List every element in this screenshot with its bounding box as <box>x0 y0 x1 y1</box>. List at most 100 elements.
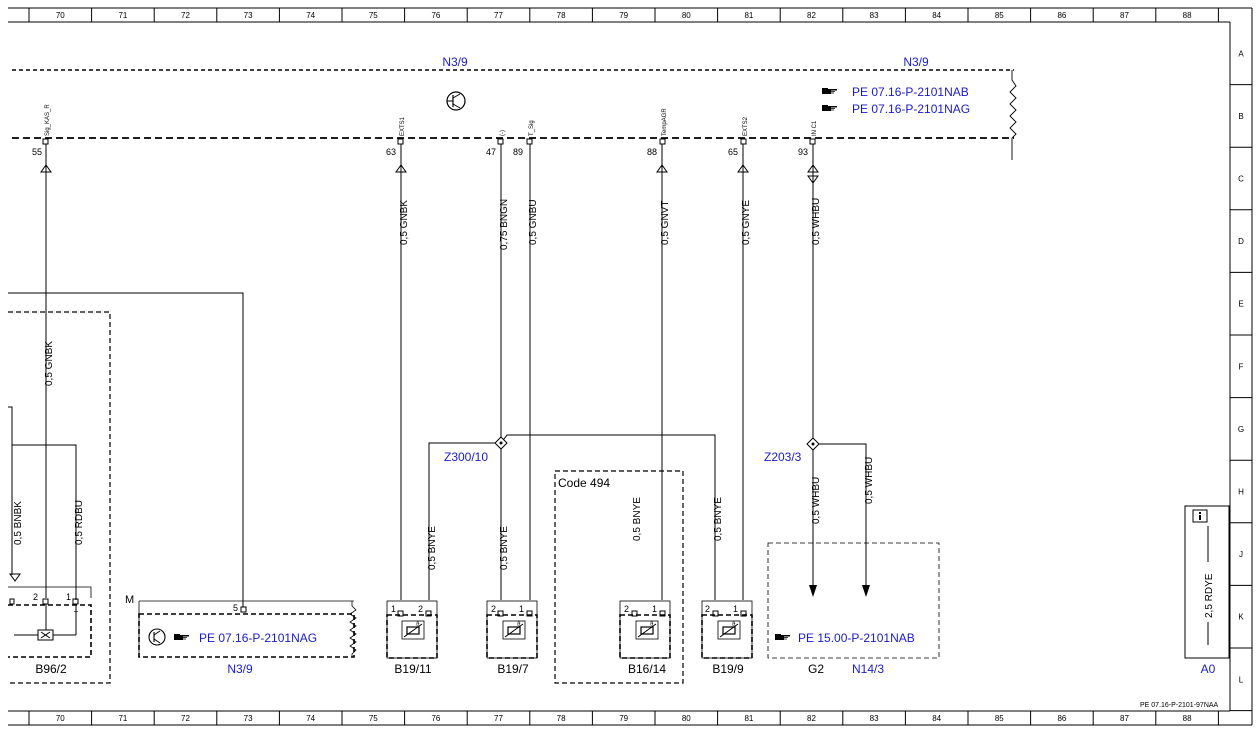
pin-89-number: 89 <box>513 147 523 157</box>
grid-column-label: 81 <box>744 11 753 20</box>
code-494-label: Code 494 <box>558 476 610 490</box>
component-a0: 2,5 RDYE A0 <box>1184 505 1230 676</box>
grid-column-label: 83 <box>870 714 879 723</box>
grid-column-label: 71 <box>118 11 127 20</box>
component-b19-9: 2 1 B19/9 <box>701 600 753 676</box>
arrow-down-icon <box>809 585 817 597</box>
n14-3-label: N14/3 <box>852 662 884 676</box>
ref-link-n3-9-lower[interactable]: PE 07.16-P-2101NAG <box>199 631 317 645</box>
b19-7-pin-2: 2 <box>491 604 496 614</box>
pin-89-signal: T_Sig <box>529 120 535 136</box>
ref-link-nag[interactable]: PE 07.16-P-2101NAG <box>852 102 970 116</box>
control-unit-label-right: N3/9 <box>903 55 929 69</box>
grid-column-label: 78 <box>557 714 566 723</box>
grid-column-label: 80 <box>682 714 691 723</box>
b16-14-pin-1: 1 <box>652 604 657 614</box>
pin-65-number: 65 <box>728 147 738 157</box>
grid-row-label: J <box>1239 550 1243 559</box>
pointing-hand-icon <box>173 633 190 641</box>
ref-link-n14-3[interactable]: PE 15.00-P-2101NAB <box>798 631 915 645</box>
b19-11-pin-2: 2 <box>418 604 423 614</box>
grid-column-label: 76 <box>431 11 440 20</box>
ref-link-nab[interactable]: PE 07.16-P-2101NAB <box>852 85 969 99</box>
wire-label: 0,5 GNYE <box>741 200 752 245</box>
grid-column-label: 86 <box>1057 714 1066 723</box>
wire-label: 0,5 WHBU <box>864 457 875 504</box>
wire-lines <box>8 144 867 607</box>
grid-column-label: 84 <box>932 11 941 20</box>
grid-row-label: F <box>1239 362 1244 371</box>
b19-11-label: B19/11 <box>394 662 431 676</box>
component-b96-2: 2 1 + B96/2 <box>8 311 111 684</box>
b96-pin-2: 2 <box>33 592 38 602</box>
grid-row-label: E <box>1238 300 1243 309</box>
control-unit-label-left: N3/9 <box>442 55 468 69</box>
wire-labels-lower: 0,5 BNBK 0,5 RDBU 0,5 BNYE 0,5 BNYE 0,5 … <box>13 457 875 570</box>
wire-label: 0,5 GNBK <box>399 200 410 245</box>
grid-column-label: 76 <box>431 714 440 723</box>
wire-label: 0,5 GNVT <box>660 201 671 245</box>
grid-column-label: 78 <box>557 11 566 20</box>
pin-63: EXTS1 63 <box>386 116 406 157</box>
pin-47-signal: (-) <box>500 130 506 136</box>
grid-column-label: 77 <box>494 714 503 723</box>
b16-14-label: B16/14 <box>628 662 666 676</box>
grid-column-label: 75 <box>369 11 378 20</box>
wire-label: 0,5 BNYE <box>713 497 724 541</box>
component-b19-11: 1 2 B19/11 <box>386 600 438 676</box>
pin-55-number: 55 <box>32 147 42 157</box>
arrow-down-icon <box>862 585 870 597</box>
grid-column-markers: 7070717172727373747475757676777778787979… <box>28 8 1219 725</box>
pin-93-signal: IN C1 <box>812 120 818 136</box>
grid-column-label: 74 <box>306 714 315 723</box>
splice-z203-3: Z203/3 <box>764 437 820 464</box>
b19-9-pin-1: 1 <box>733 604 738 614</box>
b19-11-pin-1: 1 <box>391 604 396 614</box>
grid-column-label: 82 <box>807 11 816 20</box>
pointing-hand-icon <box>821 104 838 112</box>
connection-markers <box>9 164 819 582</box>
pin-47-number: 47 <box>486 147 496 157</box>
grid-column-label: 88 <box>1183 11 1192 20</box>
b19-9-label: B19/9 <box>712 662 744 676</box>
pin-88: TempAGR 88 <box>647 108 668 157</box>
pin-47: (-) 47 <box>486 130 506 157</box>
wire-label: 0,5 WHBU <box>811 198 822 245</box>
b19-7-pin-1: 1 <box>519 604 524 614</box>
grid-column-label: 86 <box>1057 11 1066 20</box>
grid-column-label: 74 <box>306 11 315 20</box>
wire-label: 0,5 WHBU <box>811 477 822 524</box>
grid-row-label: D <box>1238 237 1244 246</box>
b96-label: B96/2 <box>35 662 67 676</box>
pin-88-signal: TempAGR <box>662 108 668 136</box>
transistor-icon <box>148 628 166 646</box>
grid-column-label: 70 <box>56 11 65 20</box>
grid-column-label: 73 <box>244 11 253 20</box>
grid-column-label: 87 <box>1120 11 1129 20</box>
b19-9-pin-2: 2 <box>705 604 710 614</box>
b19-7-label: B19/7 <box>497 662 529 676</box>
grid-column-label: 85 <box>995 714 1004 723</box>
grid-column-label: 72 <box>181 11 190 20</box>
grid-column-label: 81 <box>744 714 753 723</box>
b16-14-pin-2: 2 <box>624 604 629 614</box>
document-code: PE 07.16-P-2101-97NAA <box>1140 702 1219 709</box>
grid-column-label: 80 <box>682 11 691 20</box>
pin-65: EXTS2 65 <box>728 116 749 157</box>
grid-column-label: 73 <box>244 714 253 723</box>
pin-63-number: 63 <box>386 147 396 157</box>
grid-column-label: 70 <box>56 714 65 723</box>
pin-93-number: 93 <box>798 147 808 157</box>
pin-63-signal: EXTS1 <box>400 116 406 136</box>
a0-wire-label: 2,5 RDYE <box>1204 573 1215 618</box>
grid-row-label: C <box>1238 175 1244 184</box>
b96-pin-1: 1 <box>66 592 71 602</box>
grid-row-label: K <box>1238 613 1244 622</box>
grid-column-label: 83 <box>870 11 879 20</box>
grid-row-label: L <box>1239 675 1244 684</box>
grid-row-label: A <box>1238 49 1244 58</box>
grid-row-label: H <box>1238 488 1244 497</box>
component-n14-3: PE 15.00-P-2101NAB G2 N14/3 <box>767 542 940 676</box>
